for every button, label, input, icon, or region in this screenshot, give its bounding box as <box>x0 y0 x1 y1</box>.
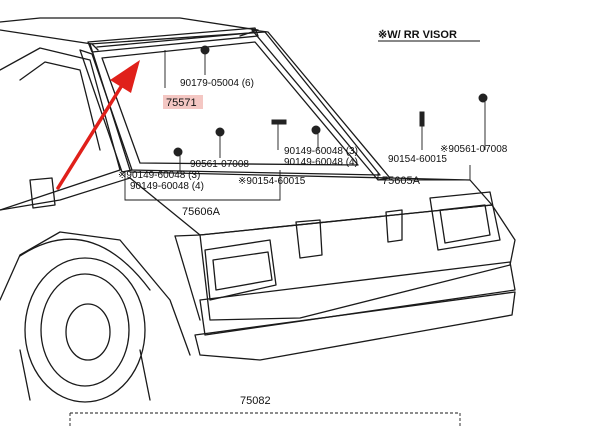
screw-icon <box>419 111 425 127</box>
part-75605A: 75605A <box>382 175 421 187</box>
car-body-lines <box>0 17 516 403</box>
part-75082: 75082 <box>240 395 271 407</box>
screw-icon <box>200 45 210 55</box>
part-90149b2: 90149-60048 (4) <box>284 157 358 168</box>
part-highlight <box>163 95 203 109</box>
clip-icon <box>173 147 183 157</box>
diagram-title: ※W/ RR VISOR <box>378 29 457 41</box>
part-90149a1: ※90149-60048 (3) <box>118 170 200 181</box>
part-90179: 90179-05004 (6) <box>180 78 254 89</box>
clip-icon <box>478 93 488 103</box>
clip-icon <box>215 127 225 137</box>
clip-icon <box>311 125 321 135</box>
part-90154b: 90154-60015 <box>388 154 447 165</box>
part-75571: 75571 <box>166 97 197 109</box>
part-90561b: ※90561-07008 <box>440 144 508 155</box>
clip-icon <box>271 119 287 125</box>
fastener-icons <box>173 45 488 157</box>
part-90561a: 90561-07008 <box>190 159 249 170</box>
leader-lines <box>69 50 486 426</box>
part-90154a: ※90154-60015 <box>238 176 306 187</box>
part-90149a2: 90149-60048 (4) <box>130 181 204 192</box>
part-90149b1: 90149-60048 (3) <box>284 146 358 157</box>
part-75606A: 75606A <box>182 206 221 218</box>
pointer-arrow <box>56 60 140 190</box>
